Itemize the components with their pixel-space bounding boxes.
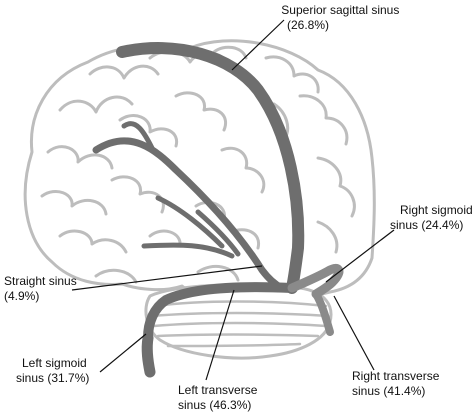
deep-vein-branch-4 — [155, 195, 225, 249]
label-right-sigmoid: Right sigmoid sinus (24.4%) — [390, 203, 474, 232]
deep-vein-branch-1 — [121, 121, 155, 151]
leader-superior-sagittal — [231, 19, 285, 71]
label-left-transverse: Left transverse sinus (46.3%) — [178, 383, 261, 412]
label-left-sigmoid: Left sigmoid sinus (31.7%) — [16, 356, 90, 385]
right-sigmoid-sinus — [312, 290, 334, 336]
label-right-transverse: Right transverse sinus (41.4%) — [352, 369, 443, 398]
cerebellum-folia — [150, 300, 330, 348]
leader-right-sigmoid — [325, 229, 395, 283]
deep-vein-branch-3 — [195, 209, 241, 257]
superior-sagittal-sinus — [116, 42, 305, 294]
straight-sinus — [92, 137, 286, 292]
label-straight: Straight sinus (4.9%) — [4, 274, 80, 303]
leader-straight — [71, 265, 263, 291]
leader-lines — [71, 19, 395, 381]
venous-sinuses — [92, 42, 344, 378]
left-sigmoid-sinus — [141, 332, 156, 378]
leader-left-transverse — [205, 289, 235, 381]
left-transverse-sinus — [143, 282, 297, 343]
label-superior-sagittal: Superior sagittal sinus (26.8%) — [281, 3, 402, 32]
leader-left-sigmoid — [99, 333, 147, 373]
right-transverse-sinus — [287, 263, 344, 299]
deep-vein-branch-2 — [141, 242, 235, 259]
leader-right-transverse — [333, 295, 375, 371]
